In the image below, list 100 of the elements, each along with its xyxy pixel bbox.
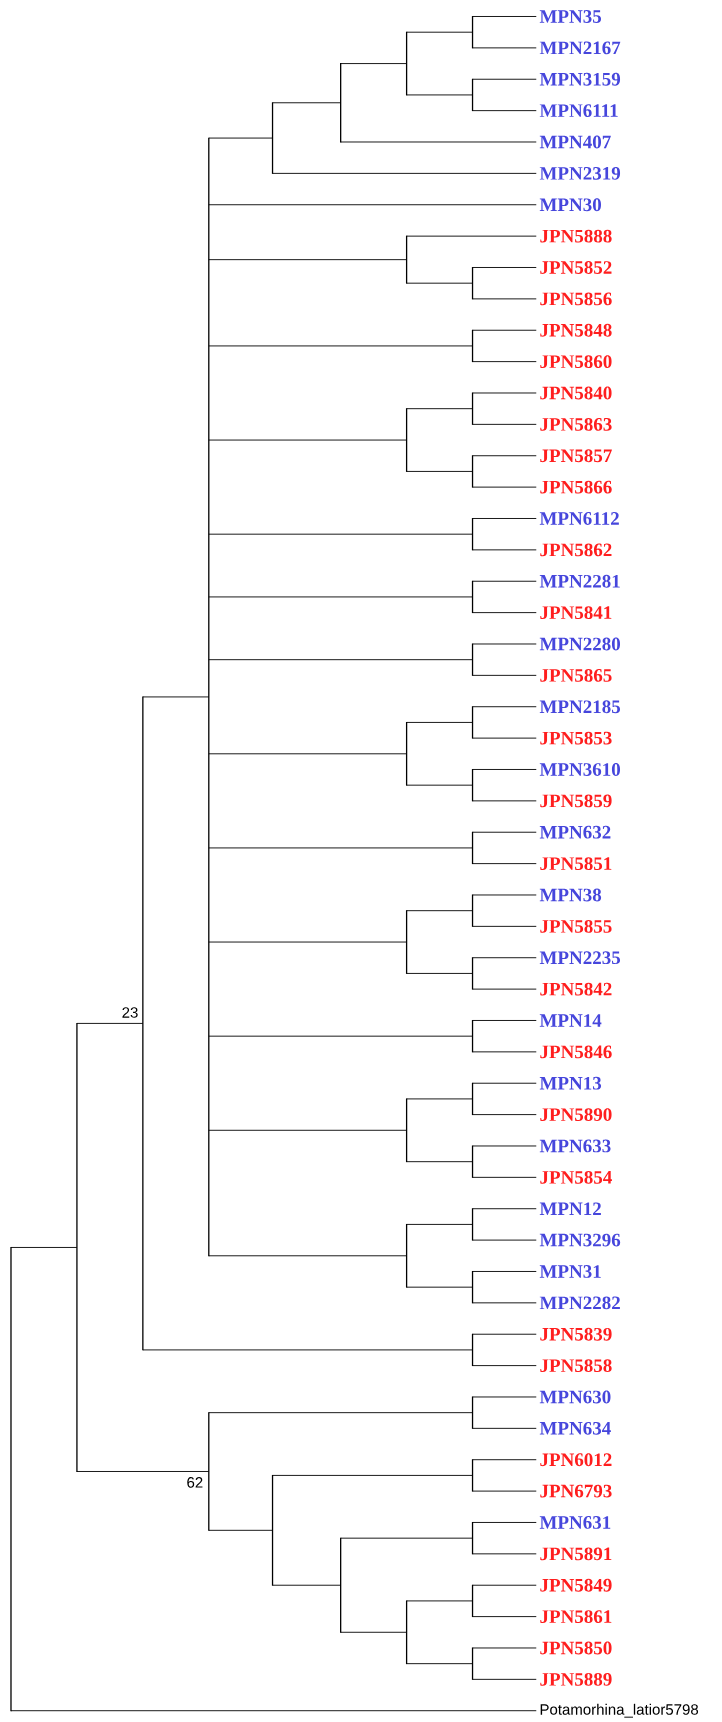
branch-bar xyxy=(271,1474,274,1586)
branch-line xyxy=(472,612,537,614)
branch-line xyxy=(472,674,537,676)
branch-line xyxy=(208,847,473,849)
branch-line xyxy=(472,47,537,49)
taxon-label: JPN5862 xyxy=(540,543,612,557)
branch-line xyxy=(272,172,537,174)
branch-line xyxy=(472,1678,537,1680)
taxon-label: JPN5841 xyxy=(540,606,612,620)
branch-bar xyxy=(405,910,408,974)
branch-line xyxy=(472,1082,537,1084)
branch-line xyxy=(340,63,408,64)
branch-line xyxy=(208,1255,408,1257)
branch-line xyxy=(472,16,537,17)
branch-line xyxy=(472,800,537,802)
branch-line xyxy=(472,894,537,896)
taxon-label: MPN12 xyxy=(539,1202,601,1215)
branch-line xyxy=(472,1145,537,1147)
branch-line xyxy=(406,235,537,237)
support-value: 62 xyxy=(187,1477,203,1488)
branch-line xyxy=(472,267,537,268)
branch-line xyxy=(472,392,537,394)
taxon-label: MPN631 xyxy=(539,1516,611,1529)
branch-bar xyxy=(471,831,474,865)
branch-bar xyxy=(405,1600,408,1665)
taxon-label: MPN3159 xyxy=(539,72,621,86)
branch-line xyxy=(208,1529,273,1531)
branch-bar xyxy=(471,1082,474,1116)
branch-line xyxy=(472,1051,537,1053)
taxon-label: JPN5854 xyxy=(540,1170,612,1184)
taxon-label: MPN2282 xyxy=(539,1296,620,1310)
support-value: 23 xyxy=(122,1007,138,1018)
branch-bar xyxy=(471,518,474,551)
branch-bar xyxy=(471,1020,474,1053)
branch-line xyxy=(406,471,473,472)
branch-line xyxy=(472,1459,537,1461)
branch-bar xyxy=(471,1145,474,1178)
taxon-label: JPN5865 xyxy=(540,668,612,682)
taxon-label: MPN634 xyxy=(539,1421,611,1435)
taxon-label: JPN5840 xyxy=(540,386,612,400)
branch-line xyxy=(76,1471,210,1472)
branch-line xyxy=(472,78,537,80)
branch-line xyxy=(406,1098,473,1100)
branch-bar xyxy=(405,31,408,96)
taxon-label: JPN5857 xyxy=(540,449,612,463)
taxon-label: JPN5842 xyxy=(540,982,612,996)
taxon-label: MPN35 xyxy=(539,10,602,23)
branch-line xyxy=(406,721,473,723)
branch-line xyxy=(272,1474,473,1476)
branch-line xyxy=(472,1239,537,1241)
branch-line xyxy=(142,696,210,698)
branch-bar xyxy=(471,1584,474,1618)
taxon-label: MPN31 xyxy=(539,1265,601,1278)
branch-line xyxy=(472,643,537,645)
taxon-label: JPN5866 xyxy=(540,480,612,494)
branch-line xyxy=(208,204,537,206)
taxon-label: MPN6111 xyxy=(539,104,618,117)
branch-line xyxy=(76,1022,144,1024)
branch-line xyxy=(472,925,537,927)
branch-bar xyxy=(271,102,274,174)
branch-line xyxy=(208,753,408,755)
branch-line xyxy=(10,1710,537,1712)
branch-line xyxy=(272,102,342,104)
branch-bar xyxy=(471,267,474,300)
branch-line xyxy=(472,1176,537,1178)
branch-line xyxy=(472,1647,537,1649)
branch-line xyxy=(406,784,473,786)
taxon-label: JPN5855 xyxy=(540,919,612,933)
taxon-label: JPN6793 xyxy=(540,1484,612,1498)
branch-line xyxy=(208,1035,473,1037)
taxon-label: JPN5856 xyxy=(540,292,612,306)
taxon-label: JPN5849 xyxy=(540,1578,612,1592)
branch-line xyxy=(472,580,537,582)
branch-line xyxy=(472,486,537,488)
branch-line xyxy=(406,1161,473,1163)
branch-line xyxy=(472,1396,537,1398)
branch-line xyxy=(272,1584,342,1586)
taxon-label: MPN2281 xyxy=(539,574,620,588)
taxon-label: JPN6012 xyxy=(540,1453,612,1467)
branch-line xyxy=(340,1537,473,1539)
taxon-label: MPN2185 xyxy=(539,700,621,714)
taxon-label: JPN5850 xyxy=(540,1641,612,1655)
branch-line xyxy=(472,863,537,865)
branch-line xyxy=(340,1631,408,1633)
taxon-label: MPN2280 xyxy=(539,637,620,651)
branch-bar xyxy=(471,1271,474,1304)
taxon-label: JPN5858 xyxy=(540,1359,612,1372)
branch-bar xyxy=(471,580,474,614)
taxon-label: MPN630 xyxy=(539,1390,611,1404)
branch-line xyxy=(406,31,473,33)
branch-bar xyxy=(471,957,474,990)
branch-bar xyxy=(471,1459,474,1492)
branch-line xyxy=(142,1349,473,1351)
taxon-label: MPN633 xyxy=(539,1139,611,1153)
branch-bar xyxy=(471,769,474,802)
branch-line xyxy=(472,549,537,551)
branch-bar xyxy=(471,16,474,49)
branch-bar xyxy=(471,1522,474,1555)
taxon-label: MPN3610 xyxy=(539,763,620,776)
taxon-label: MPN30 xyxy=(539,198,601,212)
